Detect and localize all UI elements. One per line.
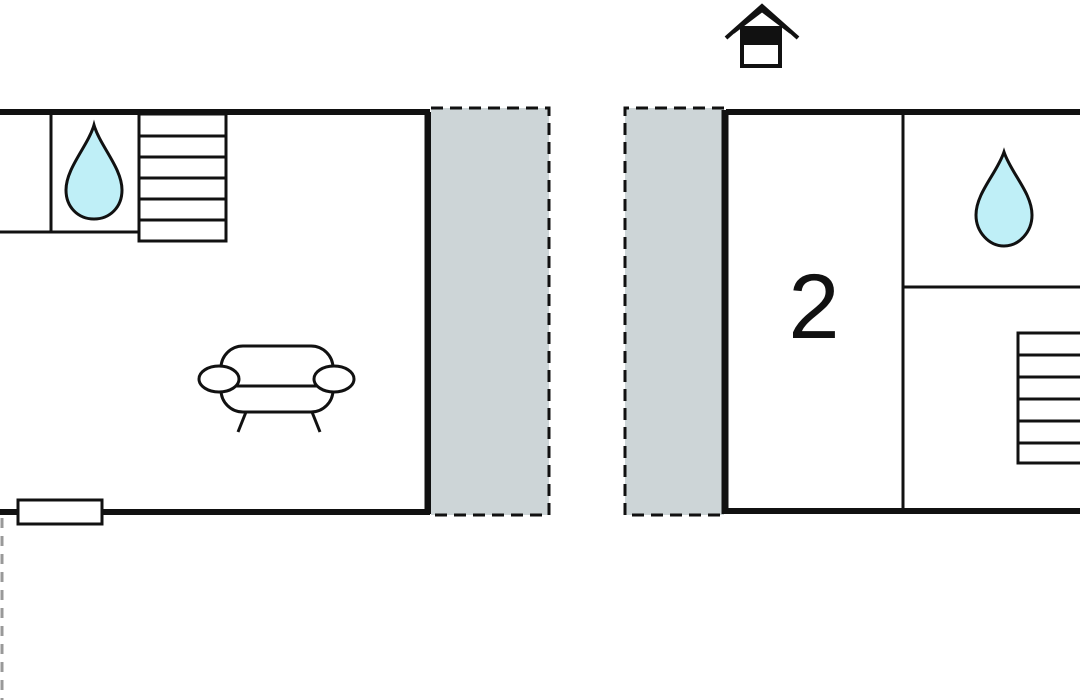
house-entrance-icon: [724, 3, 800, 68]
bedroom-number-label: 2: [788, 256, 839, 358]
right-building: 2: [721, 109, 1080, 514]
terrace-left: [431, 106, 551, 517]
water-drop-icon: [974, 147, 1034, 248]
stairs-icon: [137, 112, 228, 243]
water-drop-icon: [64, 119, 124, 221]
left-building: [0, 109, 432, 700]
heater-icon: [16, 498, 104, 526]
bathroom-left: [0, 112, 140, 234]
armchair-icon: [197, 344, 356, 433]
stairs-icon: [1016, 331, 1080, 465]
terrace-right: [623, 106, 724, 517]
